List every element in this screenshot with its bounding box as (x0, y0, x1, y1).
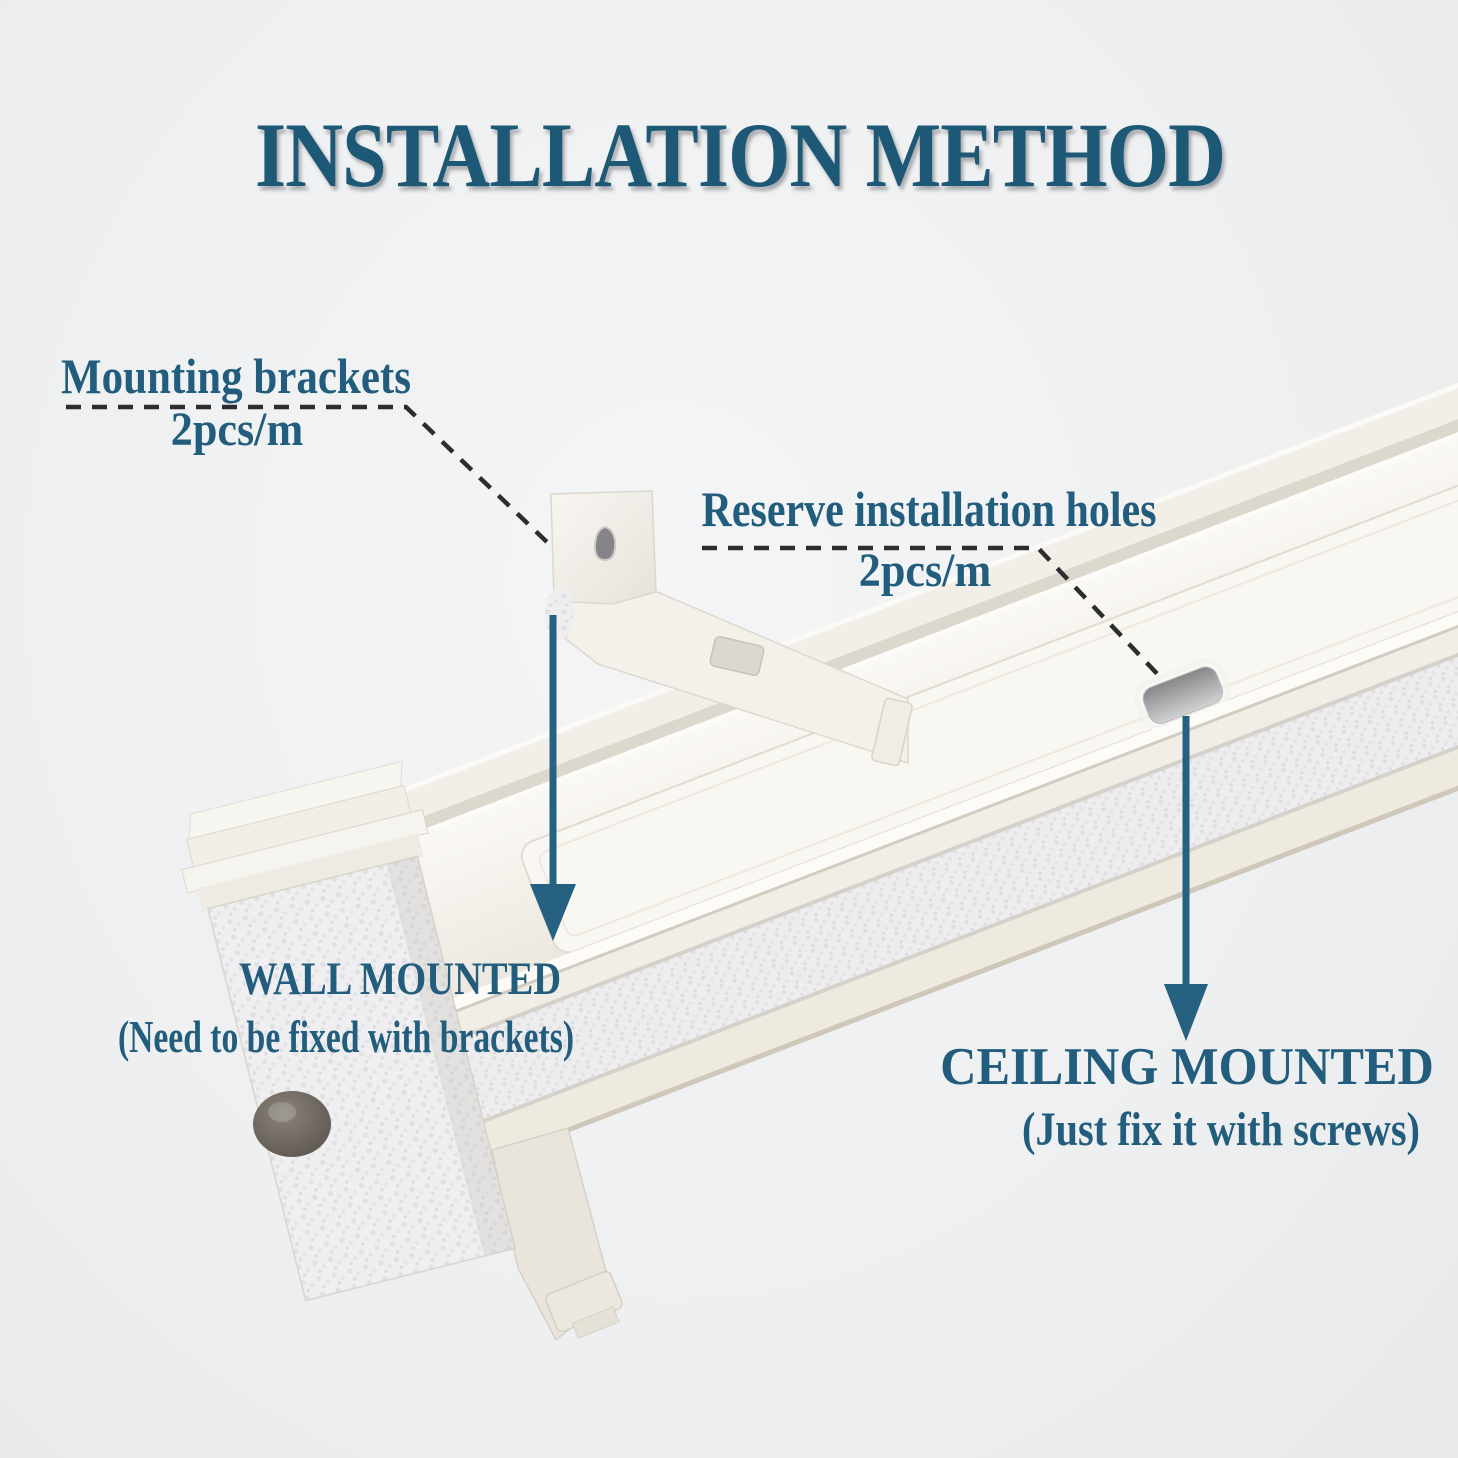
wall-arrow-head (530, 884, 576, 941)
velcro-bottom-edge (370, 653, 1458, 1167)
end-cap (181, 760, 517, 1302)
end-roller-knob (253, 1091, 331, 1157)
dashed-connector-reserve-holes (702, 545, 1166, 683)
mounting-brackets-label: Mounting brackets (61, 348, 411, 404)
track-front-band (331, 551, 1458, 1085)
curtain-track (249, 338, 1458, 1203)
ceiling-mounted-note: (Just fix it with screws) (1022, 1103, 1420, 1156)
track-front-velcro-strip (340, 577, 1458, 1165)
track-back-edge-highlight (249, 338, 1458, 852)
track-back-groove (261, 369, 1458, 890)
end-cap-molding-step (196, 833, 424, 912)
bracket-arm-slot (709, 636, 765, 676)
ceiling-arrow-head (1164, 984, 1208, 1041)
end-cap-foam-face (206, 855, 517, 1302)
ceiling-mounted-heading: CEILING MOUNTED (940, 1038, 1434, 1096)
wall-mounted-heading: WALL MOUNTED (238, 953, 562, 1005)
dashed-connector-mounting-brackets (66, 404, 551, 546)
track-bottom-rail (371, 657, 1458, 1200)
bracket-clip (871, 697, 913, 767)
page-title: INSTALLATION METHOD (254, 104, 1226, 206)
reserve-holes-label: Reserve installation holes (701, 481, 1157, 537)
mounting-bracket (545, 490, 913, 767)
end-cap-side-shade (386, 856, 516, 1257)
bottom-clip-tab (545, 1270, 623, 1339)
bracket-screw-hole (593, 525, 617, 562)
wall-mounted-arrow (530, 615, 576, 941)
ceiling-mounted-arrow (1164, 716, 1208, 1041)
reserve-holes-qty: 2pcs/m (858, 544, 992, 597)
track-front-lip (325, 537, 1458, 1060)
mounting-brackets-qty: 2pcs/m (170, 403, 304, 456)
wall-mounted-note: (Need to be fixed with brackets) (117, 1011, 575, 1062)
track-front-lip-shadow (330, 548, 1458, 1061)
track-bottom-edge (383, 689, 1458, 1203)
velcro-top-edge (339, 573, 1458, 1086)
